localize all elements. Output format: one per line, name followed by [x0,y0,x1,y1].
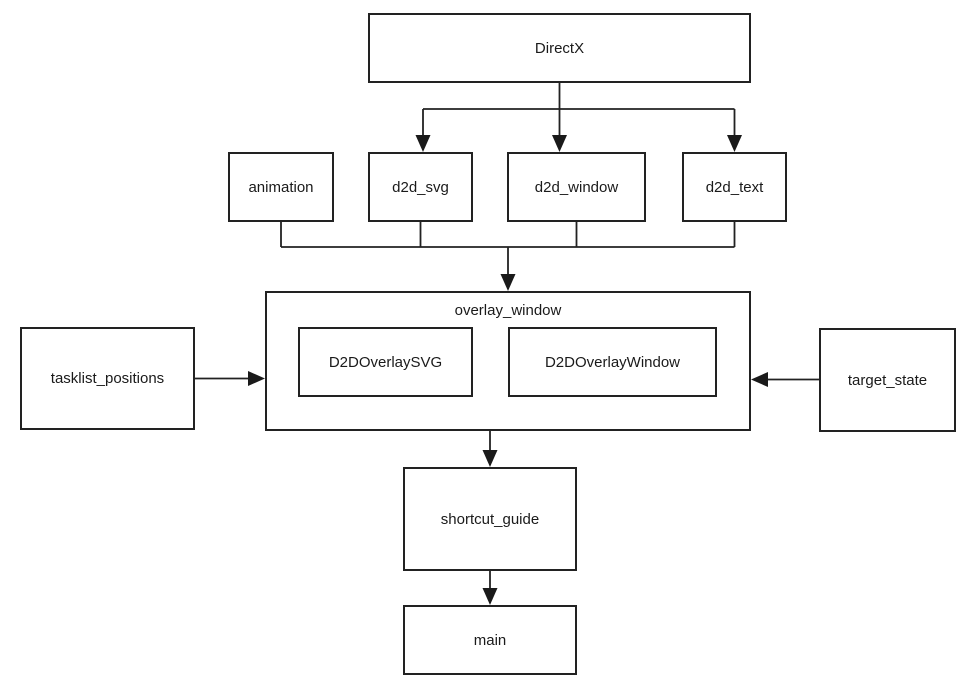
node-d2d-svg-label: d2d_svg [392,178,449,196]
node-d2d-overlay-svg: D2DOverlaySVG [298,327,473,397]
node-d2d-window-label: d2d_window [534,178,619,196]
node-tasklist-positions-label: tasklist_positions [50,370,165,387]
node-tasklist-positions: tasklist_positions [20,327,195,430]
node-d2d-overlay-svg-label: D2DOverlaySVG [328,353,443,371]
node-shortcut-guide-label: shortcut_guide [440,510,540,528]
node-d2d-text-label: d2d_text [705,178,764,196]
node-animation-label: animation [248,178,314,196]
edge-directx-branch-trunk [423,83,735,110]
node-shortcut-guide: shortcut_guide [403,467,577,571]
node-main-label: main [473,631,507,649]
node-animation: animation [228,152,334,222]
node-overlay-window-label: overlay_window [454,302,562,319]
edge-merge-trunk [280,222,736,248]
node-d2d-overlay-window: D2DOverlayWindow [508,327,717,397]
node-target-state-label: target_state [847,371,928,389]
node-d2d-window: d2d_window [507,152,646,222]
node-directx: DirectX [368,13,751,83]
node-overlay-window: overlay_window D2DOverlaySVG D2DOverlayW… [265,291,751,431]
node-directx-label: DirectX [534,39,585,57]
node-d2d-overlay-window-label: D2DOverlayWindow [544,353,681,371]
node-d2d-svg: d2d_svg [368,152,473,222]
node-main: main [403,605,577,675]
node-target-state: target_state [819,328,956,432]
node-d2d-text: d2d_text [682,152,787,222]
